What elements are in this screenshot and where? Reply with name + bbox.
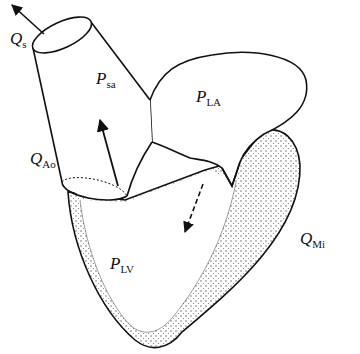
mitral-valve <box>222 162 240 186</box>
pressure-label: PLA <box>196 88 221 105</box>
aorta-opening <box>28 10 97 61</box>
flow-label: QMi <box>300 230 325 247</box>
flow-label: Qs <box>10 30 27 47</box>
pressure-label: PLV <box>110 255 134 272</box>
flow-label: QAo <box>30 150 56 167</box>
left-atrium <box>150 52 307 186</box>
pressure-label: Psa <box>96 70 116 87</box>
mitral-flow-arrow <box>185 184 203 232</box>
aortic-flow-arrow <box>100 120 118 186</box>
